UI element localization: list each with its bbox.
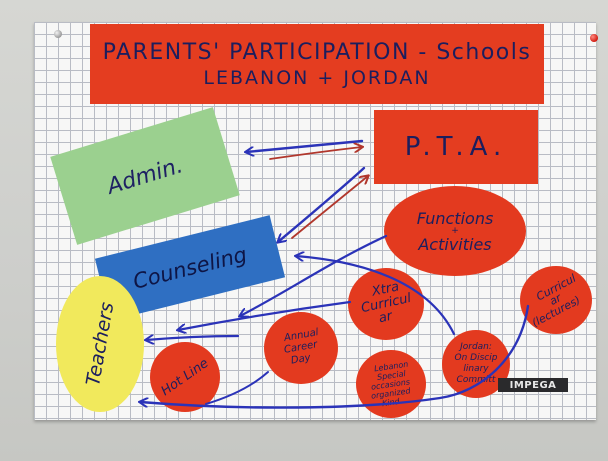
teachers-oval: Teachers (56, 276, 144, 412)
activities-label: Activities (418, 234, 492, 254)
title-line-2: LEBANON + JORDAN (203, 66, 431, 89)
curricular-circle: Curricul ar (lectures) (520, 266, 592, 334)
pushpin-top-right-icon (590, 34, 598, 42)
teachers-label: Teachers (81, 300, 119, 388)
title-line-1: PARENTS' PARTICIPATION - Schools (102, 39, 532, 65)
hot-line-circle: Hot Line (150, 342, 220, 412)
title-card: PARENTS' PARTICIPATION - Schools LEBANON… (90, 24, 544, 104)
special-occasions-circle: Lebanon Special occasions organized Kind (356, 350, 426, 418)
disciplinary-line-1: Jordan: (460, 342, 492, 352)
disciplinary-line-3: linary (463, 364, 489, 374)
extra-curricular-line-3: ar (377, 308, 394, 327)
impega-logo: IMPEGA (498, 378, 568, 392)
functions-plus-label: + (451, 225, 459, 236)
career-day-line-3: Day (290, 352, 312, 367)
functions-activities-circle: Functions + Activities (384, 186, 526, 276)
special-occasions-line-5: Kind (381, 396, 401, 408)
career-day-circle: Annual Career Day (264, 312, 338, 384)
hot-line-label: Hot Line (158, 355, 212, 399)
disciplinary-line-2: On Discip (454, 353, 498, 363)
pta-card: P.T.A. (374, 110, 538, 184)
functions-label: Functions (416, 208, 494, 228)
disciplinary-line-4: Committ (456, 375, 496, 385)
pushpin-top-left-icon (54, 30, 62, 38)
extra-curricular-circle: Xtra Curricul ar (348, 268, 424, 340)
